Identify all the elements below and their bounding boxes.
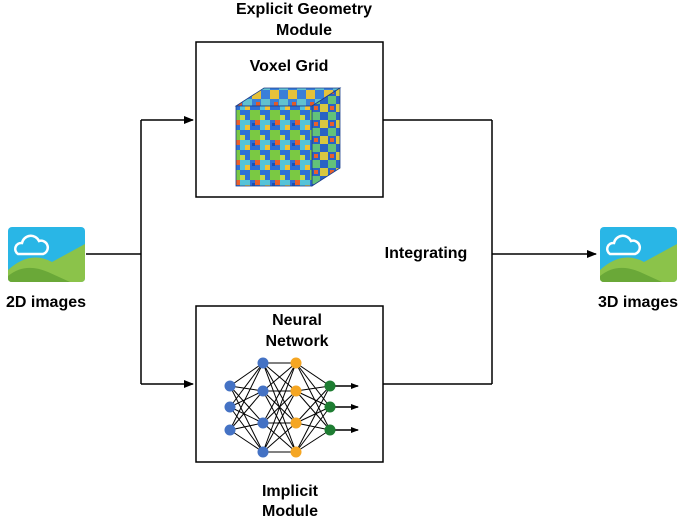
network-node-layer-2 — [257, 385, 269, 397]
network-edge — [295, 385, 331, 453]
network-edge — [295, 362, 331, 408]
output-image-icon — [600, 227, 677, 282]
implicit-module-title-line1: Implicit — [262, 483, 319, 500]
network-node-layer-4 — [324, 380, 336, 392]
neural-network-label-line2: Network — [265, 333, 328, 350]
network-edge — [229, 422, 264, 431]
network-edge — [295, 390, 331, 408]
network-node-layer-3 — [290, 417, 302, 429]
network-edge — [262, 362, 297, 392]
network-edge — [262, 422, 297, 453]
network-edge — [262, 362, 297, 424]
network-edge — [229, 390, 264, 431]
network-edge — [295, 406, 331, 453]
network-edge — [229, 362, 264, 408]
network-edge — [229, 406, 264, 424]
neural-network-icon — [224, 357, 359, 458]
network-edge — [229, 390, 264, 408]
network-edge — [229, 385, 264, 424]
network-node-layer-2 — [257, 417, 269, 429]
network-edge — [229, 429, 264, 453]
network-edge — [295, 390, 331, 431]
network-edge — [295, 422, 331, 431]
explicit-module-title-line2: Module — [276, 22, 332, 39]
connectors — [86, 116, 597, 388]
network-edge — [295, 385, 331, 392]
voxel-cube-icon — [234, 87, 342, 187]
network-node-layer-2 — [257, 357, 269, 369]
neural-network-label-line1: Neural — [272, 312, 322, 329]
network-edge — [295, 429, 331, 453]
integrating-label: Integrating — [385, 245, 468, 262]
network-node-layer-3 — [290, 446, 302, 458]
network-edge — [295, 362, 331, 387]
network-edge — [229, 362, 264, 431]
network-node-layer-3 — [290, 385, 302, 397]
network-node-layer-4 — [324, 424, 336, 436]
network-edge — [295, 406, 331, 424]
network-edge — [262, 362, 297, 453]
network-edge — [262, 390, 297, 453]
network-node-layer-1 — [224, 424, 236, 436]
network-node-layer-3 — [290, 357, 302, 369]
network-edge — [229, 385, 264, 392]
network-node-layer-1 — [224, 380, 236, 392]
network-node-layer-1 — [224, 401, 236, 413]
network-edge — [295, 362, 331, 431]
network-edge — [229, 362, 264, 387]
explicit-module-title-line1: Explicit Geometry — [236, 1, 372, 18]
implicit-module-title-line2: Module — [262, 503, 318, 519]
implicit-module-box — [195, 305, 384, 463]
network-edge — [229, 406, 264, 453]
network-node-layer-4 — [324, 401, 336, 413]
voxel-grid-label: Voxel Grid — [250, 58, 329, 75]
input-image-icon — [8, 227, 85, 282]
input-images-label: 2D images — [6, 294, 86, 311]
output-images-label: 3D images — [598, 294, 678, 311]
network-edge — [229, 385, 264, 453]
network-node-layer-2 — [257, 446, 269, 458]
network-edge — [295, 385, 331, 424]
